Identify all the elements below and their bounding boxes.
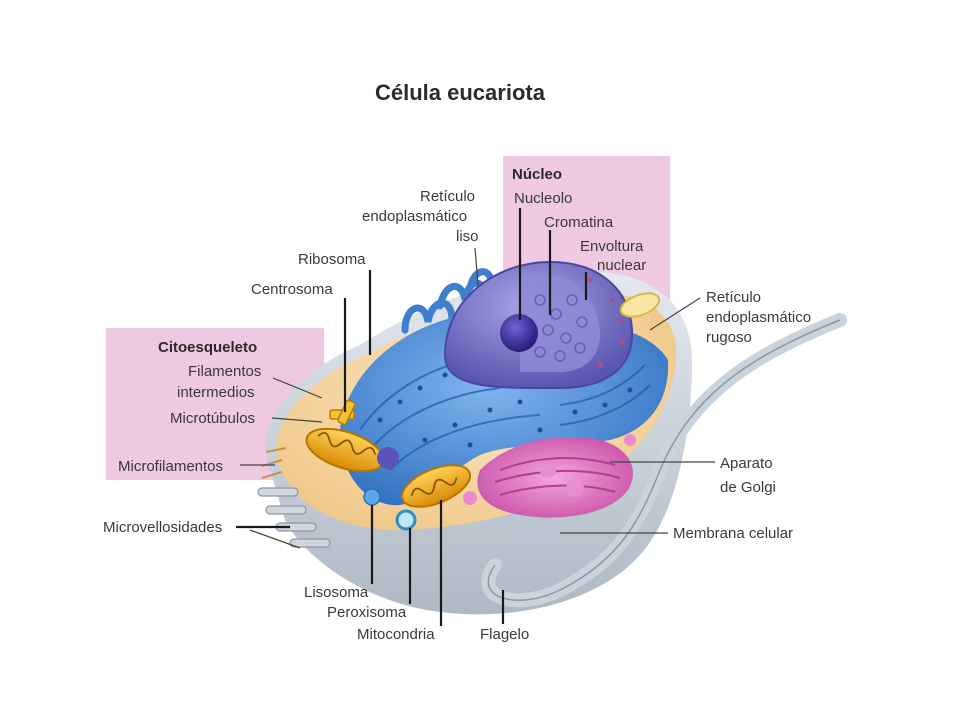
cytoskeleton-group-label: Citoesqueleto [158,339,257,356]
label-intermediate-filaments-1: Filamentos [188,363,261,380]
label-flagellum: Flagelo [480,626,529,643]
label-golgi-2: de Golgi [720,479,776,496]
label-nucleolus: Nucleolo [514,190,572,207]
label-rough-er-2: endoplasmático [706,309,811,326]
label-microtubules: Microtúbulos [170,410,255,427]
nucleolus [500,314,538,352]
cell-illustration [257,260,847,615]
label-centrosome: Centrosoma [251,281,333,298]
label-peroxisome: Peroxisoma [327,604,407,621]
label-smooth-er-1: Retículo [420,188,475,205]
label-microvilli: Microvellosidades [103,519,222,536]
label-microfilaments: Microfilamentos [118,458,223,475]
label-rough-er-3: rugoso [706,329,752,346]
nucleus-group-label: Núcleo [512,166,562,183]
label-chromatin: Cromatina [544,214,614,231]
centrosome [329,399,356,426]
lysosome [363,488,381,506]
ribosome-dots [377,372,633,458]
lysosome-body [377,447,399,469]
labels: Núcleo Nucleolo Cromatina Envoltura nucl… [103,166,811,643]
label-cell-membrane: Membrana celular [673,525,793,542]
mitochondria [305,427,471,508]
label-smooth-er-2: endoplasmático [362,208,467,225]
label-nuclear-envelope-1: Envoltura [580,238,644,255]
peroxisome [395,509,417,531]
nuclear-pores [587,277,625,368]
label-rough-er-1: Retículo [706,289,761,306]
label-intermediate-filaments-2: intermedios [177,384,255,401]
label-lysosome: Lisosoma [304,584,369,601]
label-mitochondrion: Mitocondria [357,626,435,643]
label-smooth-er-3: liso [456,228,479,245]
label-golgi-1: Aparato [720,455,773,472]
label-ribosome: Ribosoma [298,251,366,268]
golgi-apparatus [477,437,633,518]
leader-lines [236,208,715,626]
microvilli [257,487,331,548]
diagram-title: Célula eucariota [375,80,546,105]
label-nuclear-envelope-2: nuclear [597,257,646,274]
